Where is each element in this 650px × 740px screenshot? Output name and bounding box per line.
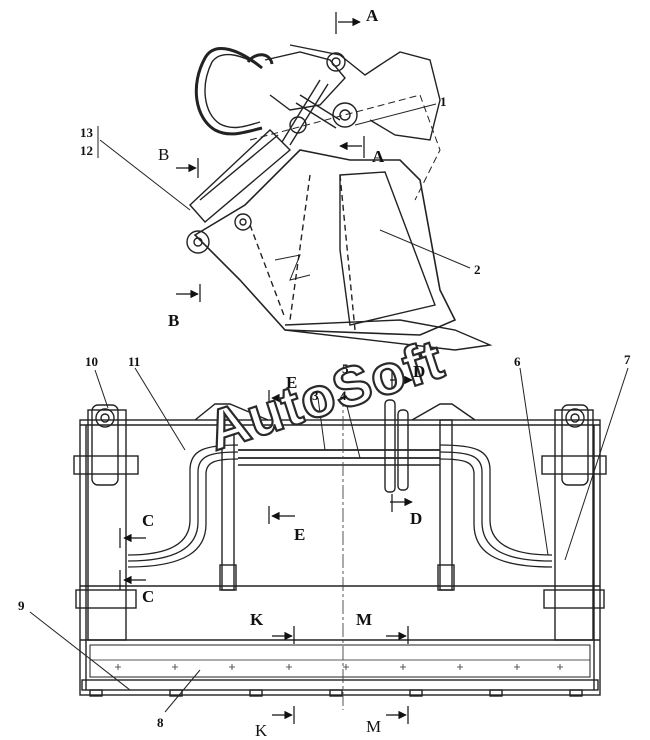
front-leaders (29, 367, 629, 713)
section-label: M (366, 717, 381, 736)
hydraulic-hoses (127, 444, 553, 568)
section-label: E (286, 373, 297, 392)
section-arrows-front (119, 370, 413, 724)
section-label: B (158, 145, 169, 164)
section-label: K (255, 721, 268, 740)
part-number: 1 (440, 94, 447, 109)
section-label: A (372, 147, 385, 166)
part-number: 4 (340, 388, 347, 403)
side-view (186, 44, 493, 351)
wear-strip-marks (115, 664, 563, 670)
bucket-body (193, 149, 457, 336)
cutting-edge-plate (81, 679, 599, 691)
section-label: E (294, 525, 305, 544)
part-number: 12 (80, 143, 93, 158)
part-number: 11 (128, 354, 140, 369)
section-label: C (142, 511, 154, 530)
part-number: 8 (157, 715, 164, 730)
left-hinge-lug (91, 404, 119, 486)
section-label: A (366, 6, 379, 25)
part-number: 13 (80, 125, 94, 140)
section-label: B (168, 311, 179, 330)
cutting-edge (284, 319, 493, 351)
bucket-frame (79, 419, 601, 696)
section-arrows-side (176, 12, 365, 302)
section-label: C (142, 587, 154, 606)
part-number: 10 (85, 354, 98, 369)
watermark-text: AutoSoft (199, 327, 451, 462)
section-label: D (410, 509, 422, 528)
part-number: 9 (18, 598, 25, 613)
front-view (73, 399, 607, 697)
part-number-labels: 1 2 3 4 5 6 7 8 9 10 11 12 13 (18, 94, 631, 730)
section-label: K (250, 610, 264, 629)
part-number: 6 (514, 354, 521, 369)
part-number: 3 (312, 388, 319, 403)
part-number: 2 (474, 262, 481, 277)
part-number: 5 (342, 361, 349, 376)
hose-loop (194, 47, 263, 136)
section-label: M (356, 610, 372, 629)
section-label: D (413, 362, 425, 381)
section-labels: A A B B C C D D E E K K M M (142, 6, 425, 740)
upper-arm (289, 44, 441, 141)
side-leaders (97, 103, 471, 269)
bucket-cylinder (189, 129, 292, 223)
part-number: 7 (624, 352, 631, 367)
right-hinge-lug (561, 404, 589, 486)
